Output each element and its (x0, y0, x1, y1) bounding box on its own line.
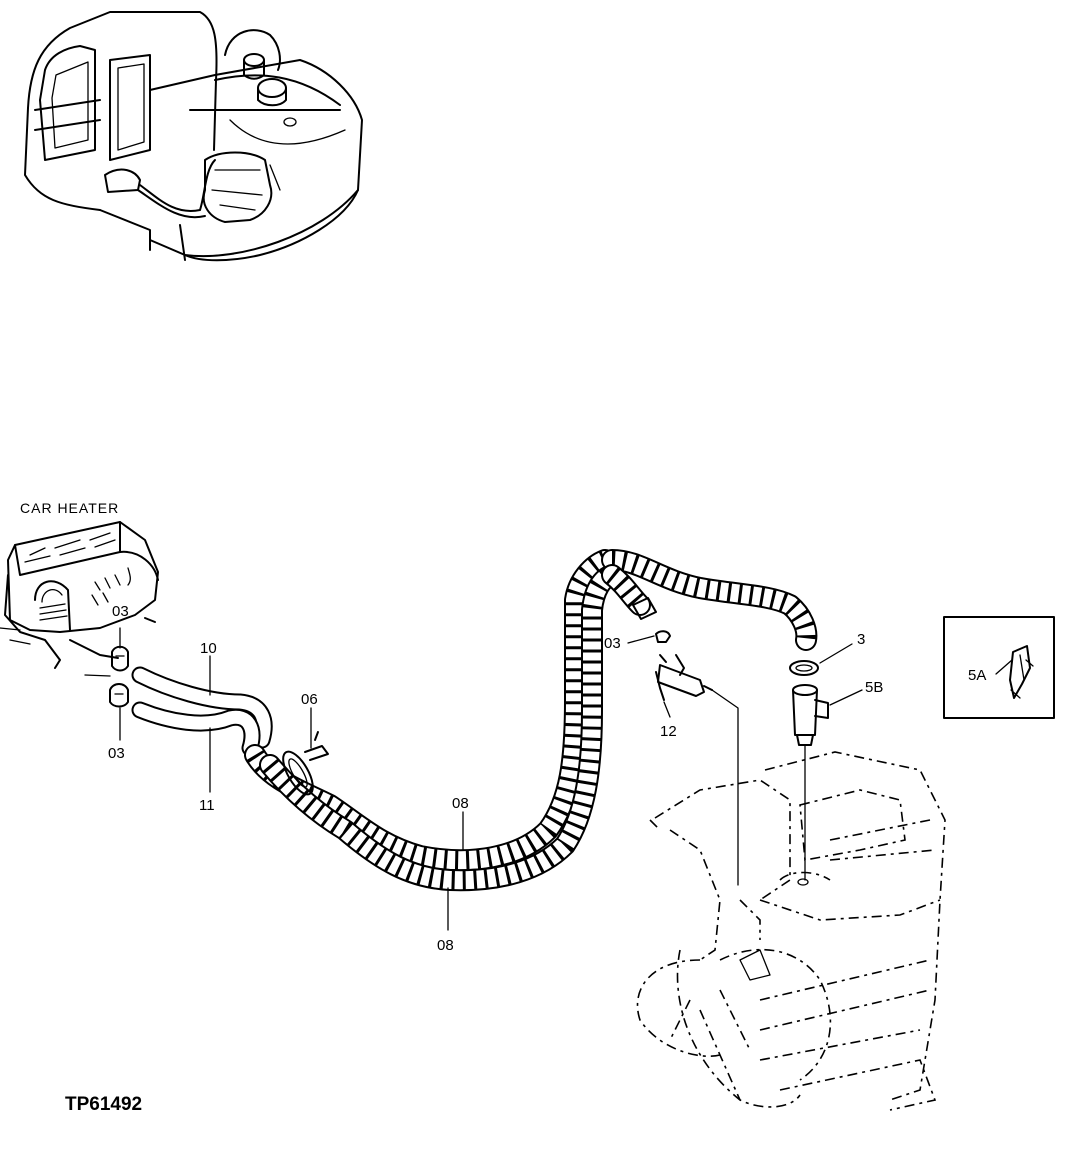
callout-clip-upper: 03 (112, 603, 129, 620)
washer-3 (789, 660, 819, 676)
callout-clip-lower: 03 (108, 745, 125, 762)
hose-clip-upper (111, 645, 129, 672)
excavator-overview-illustration (24, 11, 363, 262)
figure-reference: TP61492 (65, 1094, 142, 1115)
callout-clip-mid: 03 (604, 635, 621, 652)
car-heater-unit (0, 521, 159, 677)
callout-tube-08-lower: 08 (437, 937, 454, 954)
heater-valve-12 (655, 654, 739, 886)
callout-clamp-06: 06 (301, 691, 318, 708)
callout-hose-10: 10 (200, 640, 217, 657)
callout-leaders (119, 627, 1013, 931)
callout-hose-11: 11 (199, 797, 215, 814)
hose-clip-lower (109, 683, 129, 708)
corrugated-tube-08 (244, 549, 818, 892)
callout-inset-5a: 5A (968, 667, 986, 684)
hose-clamp-06 (282, 731, 329, 796)
tee-fitting-5b (792, 684, 829, 881)
callout-tube-08-upper: 08 (452, 795, 469, 812)
section-title: CAR HEATER (20, 500, 119, 516)
callout-washer-3: 3 (857, 631, 865, 648)
heater-hose-11 (131, 701, 261, 757)
inset-box-5a (943, 616, 1055, 719)
heater-hose-10 (131, 666, 273, 749)
callout-fitting-5b: 5B (865, 679, 883, 696)
engine-illustration (636, 751, 946, 1111)
hose-end-fitting (632, 597, 671, 643)
callout-valve-12: 12 (660, 723, 677, 740)
